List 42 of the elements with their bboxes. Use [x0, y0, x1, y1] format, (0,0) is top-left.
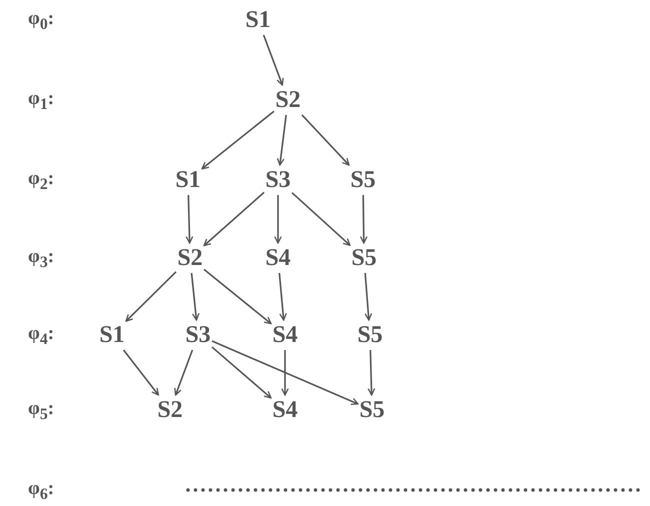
arrow [276, 114, 287, 166]
arrow [291, 192, 351, 246]
state-label: S3 [256, 166, 300, 194]
arrow [186, 194, 194, 244]
arrow [364, 272, 372, 321]
state-label: S1 [90, 321, 134, 349]
state-label: S3 [176, 321, 220, 349]
state-label: S5 [348, 321, 392, 349]
arrow [278, 272, 287, 321]
state-label: S5 [341, 166, 385, 194]
state-label: S5 [350, 396, 394, 424]
state-label: S1 [236, 6, 280, 34]
arrow [274, 195, 282, 244]
arrow [190, 272, 200, 321]
arrow [122, 350, 160, 396]
state-label: S1 [166, 166, 210, 194]
state-label: S2 [266, 86, 310, 114]
arrow [203, 192, 265, 246]
state-label: S4 [256, 244, 300, 272]
arrow [281, 350, 289, 396]
level-label: φ$_{5}$: [28, 398, 54, 424]
level-label: φ$_{2}$: [28, 168, 54, 194]
state-label: S2 [148, 396, 192, 424]
arrow [360, 194, 368, 244]
state-label: S2 [168, 244, 212, 272]
state-label: S4 [263, 396, 307, 424]
state-label: S4 [263, 321, 307, 349]
arrow [174, 350, 194, 396]
level-label: φ$_{0}$: [28, 8, 54, 34]
arrow [204, 268, 272, 324]
level-label: φ$_{3}$: [28, 246, 54, 272]
arrow [201, 110, 274, 170]
arrow [262, 34, 284, 86]
arrow [125, 271, 177, 322]
arrow [212, 340, 359, 405]
state-label: S5 [342, 244, 386, 272]
arrow [301, 114, 350, 166]
level-label: φ$_{4}$: [28, 323, 54, 349]
arrow [211, 346, 272, 399]
level-label: φ$_{6}$: [28, 478, 54, 504]
arrow [368, 350, 376, 396]
level-label: φ$_{1}$: [28, 88, 54, 114]
